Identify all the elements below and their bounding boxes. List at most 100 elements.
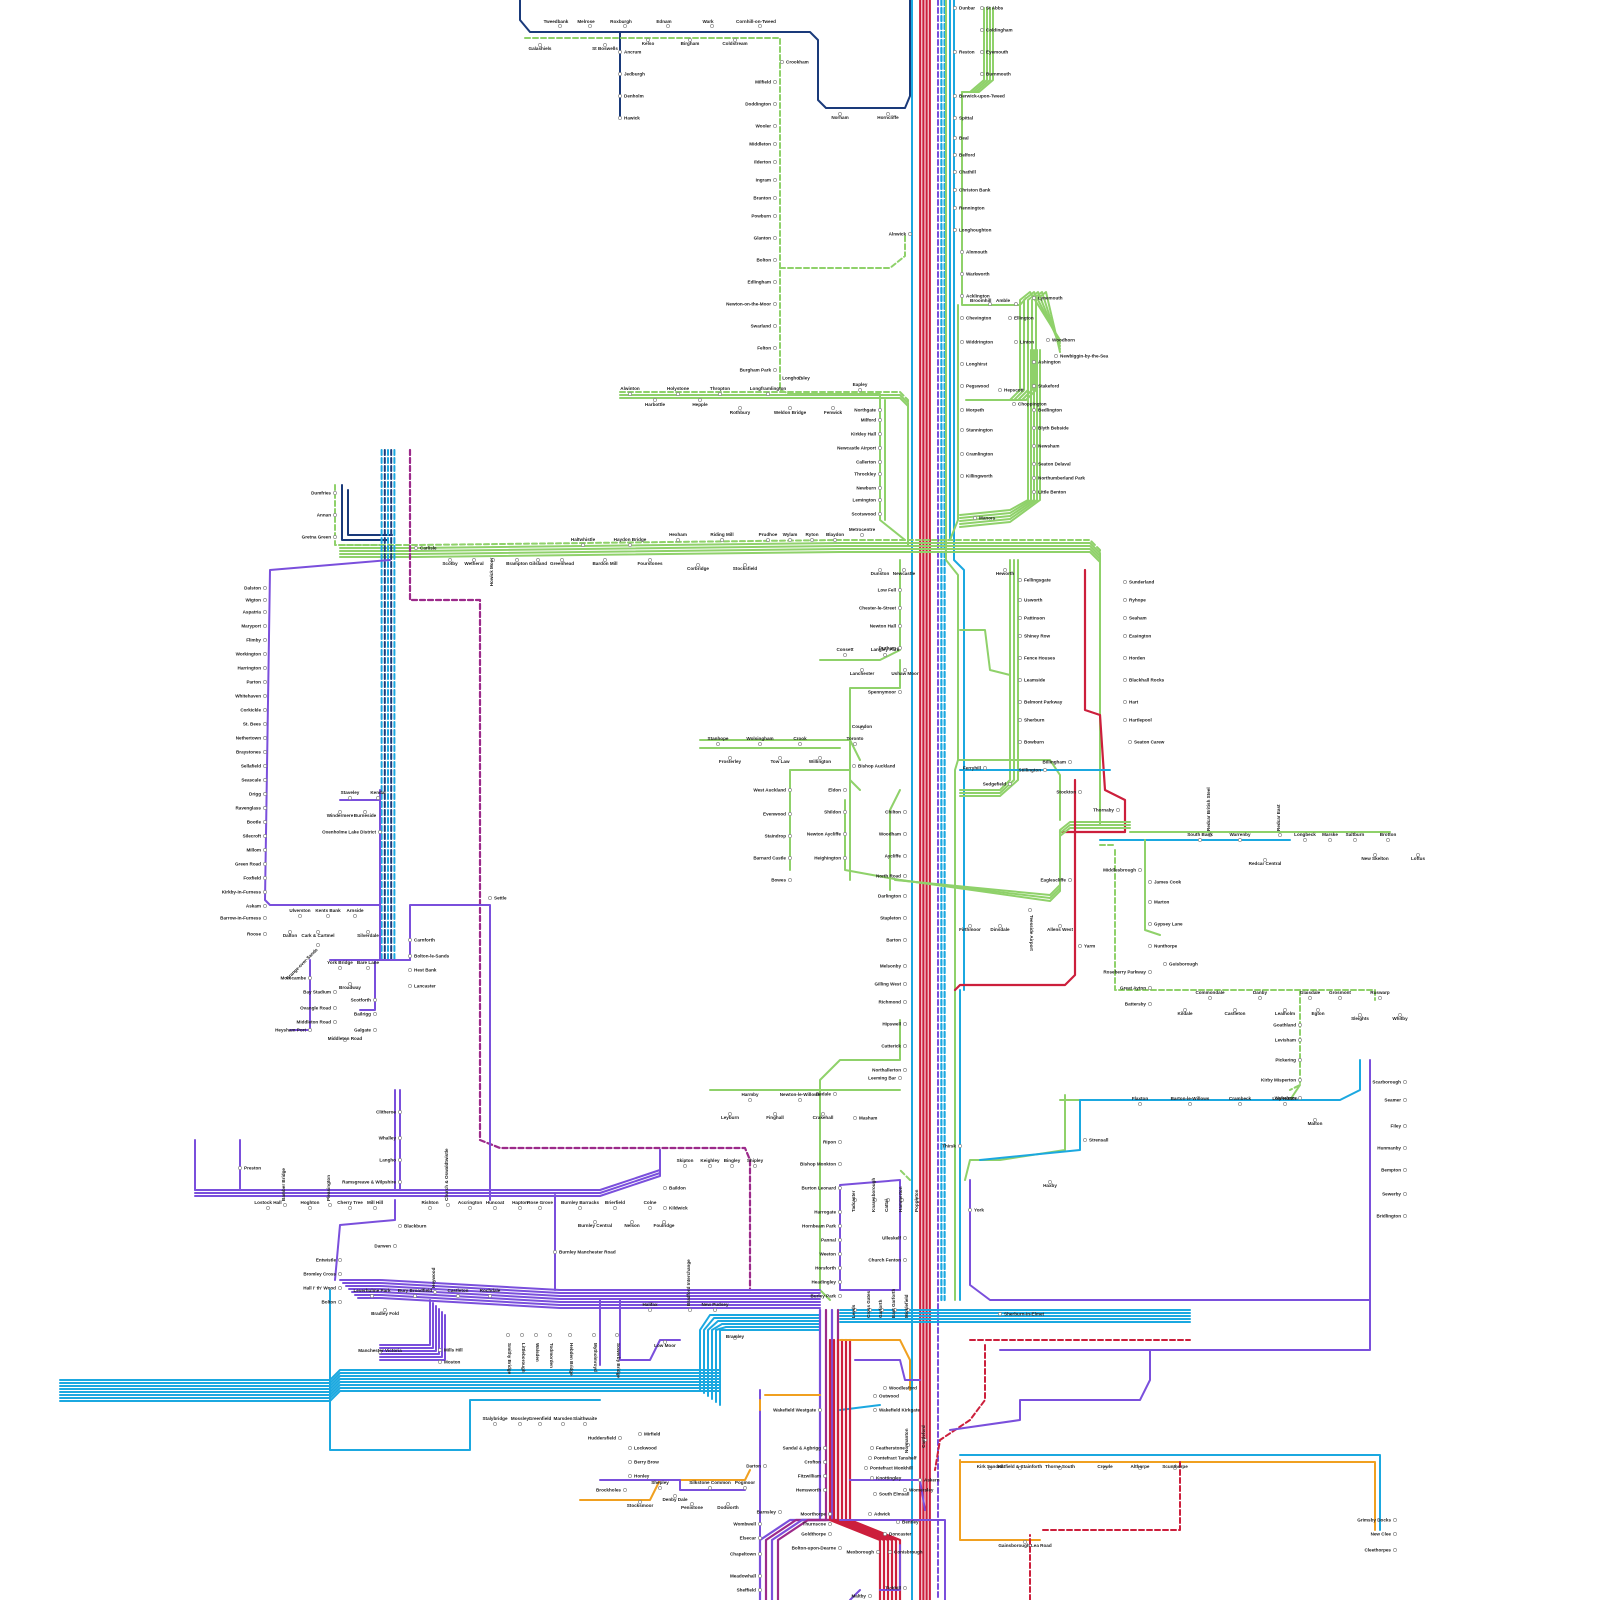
station-dot-crookham[interactable] [780, 60, 784, 64]
station-dot-fellingsgate[interactable] [1018, 578, 1022, 582]
station-dot-chilton[interactable] [903, 810, 907, 814]
station-dot-glaisdale[interactable] [1308, 996, 1312, 1000]
station-dot-scotswood[interactable] [878, 512, 882, 516]
station-dot-askern[interactable] [918, 1478, 922, 1482]
station-dot-haltwhistle[interactable] [581, 543, 585, 547]
station-dot-manors[interactable] [973, 516, 977, 520]
station-dot-teesside_airport[interactable] [1028, 908, 1032, 912]
station-dot-bolton_n[interactable] [773, 258, 777, 262]
station-dot-gretna[interactable] [333, 535, 337, 539]
station-dot-ryhope[interactable] [1123, 598, 1127, 602]
station-dot-shildon[interactable] [843, 810, 847, 814]
station-dot-ashington[interactable] [1032, 360, 1036, 364]
station-dot-aycliffe[interactable] [903, 854, 907, 858]
station-dot-crambeck[interactable] [1238, 1102, 1242, 1106]
station-dot-maltby[interactable] [868, 1594, 872, 1598]
station-dot-castleton[interactable] [456, 1294, 460, 1298]
station-dot-kents_bank[interactable] [326, 914, 330, 918]
station-dot-meadowhall[interactable] [758, 1574, 762, 1578]
station-dot-blackhall[interactable] [1123, 678, 1127, 682]
station-dot-galgate[interactable] [373, 1028, 377, 1032]
station-dot-beal[interactable] [953, 136, 957, 140]
station-dot-rennington[interactable] [953, 206, 957, 210]
station-dot-ellington[interactable] [1008, 316, 1012, 320]
station-dot-tweedbank[interactable] [558, 24, 562, 28]
station-dot-cramlington[interactable] [960, 452, 964, 456]
station-dot-womersley[interactable] [903, 1488, 907, 1492]
station-dot-maryport[interactable] [263, 624, 267, 628]
station-dot-reston[interactable] [953, 50, 957, 54]
station-dot-berry_brow[interactable] [628, 1460, 632, 1464]
station-dot-thirsk[interactable] [958, 1144, 962, 1148]
station-dot-great_ayton[interactable] [1148, 986, 1152, 990]
station-dot-broadway[interactable] [348, 982, 352, 986]
station-dot-sowerby_bridge[interactable] [615, 1333, 619, 1337]
station-dot-newbiggin[interactable] [1054, 354, 1058, 358]
station-dot-middleton_s[interactable] [343, 1038, 347, 1042]
station-dot-staindrop[interactable] [788, 834, 792, 838]
station-dot-bromley_cross[interactable] [338, 1272, 342, 1276]
station-dot-redcar_central[interactable] [1263, 858, 1267, 862]
station-dot-pogmoor[interactable] [743, 1486, 747, 1490]
station-dot-knaresborough[interactable] [873, 1198, 877, 1202]
station-dot-carnforth[interactable] [408, 938, 412, 942]
station-dot-doncaster[interactable] [883, 1532, 887, 1536]
station-dot-lanchester[interactable] [860, 668, 864, 672]
station-dot-coundon[interactable] [860, 726, 864, 730]
station-dot-james_cook[interactable] [1148, 880, 1152, 884]
station-dot-burneside[interactable] [363, 810, 367, 814]
station-dot-hornbeam_park[interactable] [838, 1224, 842, 1228]
station-dot-north_road[interactable] [903, 874, 907, 878]
station-dot-howick_moor[interactable] [491, 558, 495, 562]
station-dot-newburn[interactable] [878, 486, 882, 490]
station-dot-kirkby[interactable] [263, 890, 267, 894]
station-dot-leeming_bar[interactable] [898, 1076, 902, 1080]
station-dot-sherburn_in_elmet[interactable] [998, 1312, 1002, 1316]
station-dot-sellafield[interactable] [263, 764, 267, 768]
station-dot-hepple[interactable] [698, 398, 702, 402]
station-dot-seascale[interactable] [263, 778, 267, 782]
station-dot-longframlington[interactable] [766, 392, 770, 396]
station-dot-newsham[interactable] [1032, 444, 1036, 448]
station-dot-green_road[interactable] [263, 862, 267, 866]
station-dot-windermere[interactable] [338, 810, 342, 814]
station-dot-langley_park[interactable] [883, 653, 887, 657]
station-dot-barnsley[interactable] [778, 1510, 782, 1514]
station-dot-burnley_barracks[interactable] [578, 1206, 582, 1210]
station-dot-bridlington[interactable] [1403, 1214, 1407, 1218]
station-dot-heworth[interactable] [1003, 568, 1007, 572]
station-dot-hemsworth[interactable] [823, 1488, 827, 1492]
station-dot-throckley[interactable] [878, 472, 882, 476]
station-dot-pannal[interactable] [838, 1238, 842, 1242]
station-dot-wetheral[interactable] [472, 558, 476, 562]
station-dot-commondale[interactable] [1208, 996, 1212, 1000]
station-dot-longbeck[interactable] [1303, 838, 1307, 842]
station-dot-saltburn[interactable] [1353, 838, 1357, 842]
station-dot-crowle[interactable] [1103, 1466, 1107, 1470]
station-dot-harrogate[interactable] [838, 1210, 842, 1214]
station-dot-carlisle[interactable] [414, 546, 418, 550]
station-dot-mill_hill[interactable] [373, 1206, 377, 1210]
station-dot-barnard_castle[interactable] [788, 856, 792, 860]
station-dot-middlesbrough[interactable] [1138, 868, 1142, 872]
station-dot-hunmanby[interactable] [1403, 1146, 1407, 1150]
station-dot-bramley[interactable] [733, 1336, 737, 1340]
station-dot-wylam[interactable] [788, 538, 792, 542]
station-dot-doddington[interactable] [773, 102, 777, 106]
station-dot-masham[interactable] [853, 1116, 857, 1120]
station-dot-lynemouth[interactable] [1032, 296, 1036, 300]
station-dot-pleasington[interactable] [328, 1203, 332, 1207]
station-dot-roose[interactable] [263, 932, 267, 936]
station-dot-west_auckland[interactable] [788, 788, 792, 792]
station-dot-ryton[interactable] [810, 538, 814, 542]
station-dot-leverhulme_park[interactable] [370, 1294, 374, 1298]
station-dot-slaithwaite[interactable] [583, 1422, 587, 1426]
station-dot-dodworth[interactable] [726, 1502, 730, 1506]
station-dot-berwick[interactable] [953, 94, 957, 98]
station-dot-belford[interactable] [953, 153, 957, 157]
station-dot-toronto[interactable] [853, 742, 857, 746]
station-dot-huddersfield[interactable] [618, 1436, 622, 1440]
station-dot-arnside[interactable] [353, 914, 357, 918]
station-dot-darlington[interactable] [903, 894, 907, 898]
station-dot-metrocentre[interactable] [860, 533, 864, 537]
